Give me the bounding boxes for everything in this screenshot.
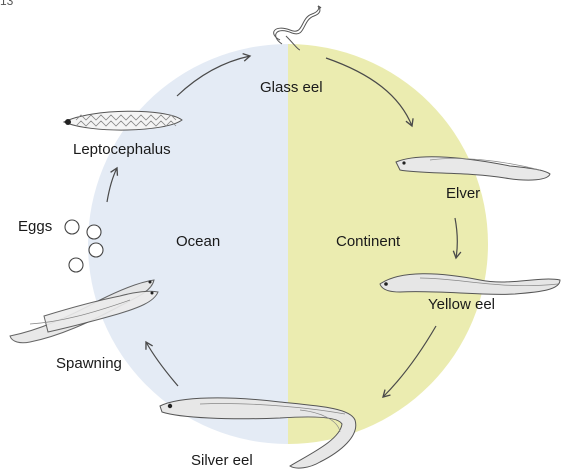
ocean-label: Ocean: [176, 233, 220, 250]
egg: [89, 243, 103, 257]
eggs-label: Eggs: [18, 218, 52, 235]
elver-label: Elver: [446, 185, 480, 202]
yellow-eel-label: Yellow eel: [428, 296, 495, 313]
corner-number: 13: [0, 0, 13, 8]
egg: [87, 225, 101, 239]
spawning-label: Spawning: [56, 355, 122, 372]
egg: [69, 258, 83, 272]
continent-label: Continent: [336, 233, 400, 250]
egg: [65, 220, 79, 234]
silver-eel-label: Silver eel: [191, 452, 253, 469]
glass-eel-illustration: [274, 6, 321, 50]
glass-eel-label: Glass eel: [260, 79, 323, 96]
leptocephalus-label: Leptocephalus: [73, 141, 171, 158]
